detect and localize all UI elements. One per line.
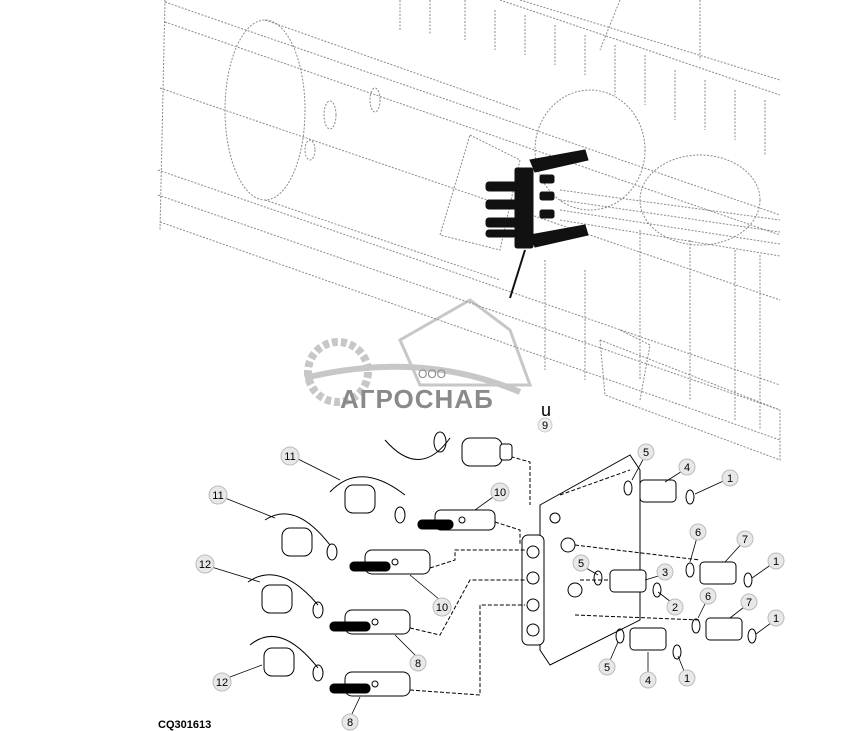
svg-text:2: 2 bbox=[672, 602, 678, 614]
figure-code: CQ301613 bbox=[158, 719, 212, 731]
dust-cap-12a bbox=[247, 574, 324, 619]
dust-cap-12b bbox=[249, 636, 324, 682]
quick-coupler-8b bbox=[329, 671, 411, 697]
svg-text:1: 1 bbox=[773, 556, 779, 568]
adapter-7b bbox=[691, 617, 757, 644]
callout-5b: 5 bbox=[572, 554, 590, 572]
svg-text:12: 12 bbox=[199, 559, 211, 571]
quick-coupler-10b bbox=[349, 549, 431, 575]
callout-6a: 6 bbox=[689, 523, 707, 541]
callout-8b: 8 bbox=[341, 713, 359, 731]
callout-2: 2 bbox=[666, 598, 684, 616]
svg-text:11: 11 bbox=[212, 490, 223, 502]
svg-text:10: 10 bbox=[436, 602, 448, 614]
svg-text:7: 7 bbox=[746, 597, 752, 609]
callout-labels: 11 11 12 12 10 10 8 8 9 5 4 1 5 3 2 5 4 … bbox=[195, 417, 785, 731]
callout-1a: 1 bbox=[721, 469, 739, 487]
svg-text:4: 4 bbox=[645, 675, 651, 687]
svg-text:8: 8 bbox=[347, 717, 353, 729]
callout-1d: 1 bbox=[767, 609, 785, 627]
callout-3: 3 bbox=[656, 563, 674, 581]
adapter-3 bbox=[593, 569, 662, 598]
svg-text:7: 7 bbox=[742, 534, 748, 546]
dust-cap-11b bbox=[264, 513, 338, 561]
watermark-logo bbox=[304, 298, 533, 406]
callout-7a: 7 bbox=[736, 530, 754, 548]
adapter-4a bbox=[623, 479, 695, 505]
svg-text:10: 10 bbox=[494, 487, 506, 499]
callout-12a: 12 bbox=[195, 554, 215, 574]
callout-11b: 11 bbox=[208, 485, 228, 505]
watermark-company-name: АГРОСНАБ bbox=[340, 384, 494, 414]
adapter-7a bbox=[685, 561, 753, 588]
mounting-plate bbox=[539, 454, 641, 666]
callout-10a: 10 bbox=[490, 482, 510, 502]
callout-7b: 7 bbox=[740, 593, 758, 611]
svg-text:8: 8 bbox=[415, 658, 421, 670]
callout-12b: 12 bbox=[212, 672, 232, 692]
svg-text:9: 9 bbox=[542, 420, 548, 432]
callout-10b: 10 bbox=[432, 597, 452, 617]
callout-6b: 6 bbox=[699, 587, 717, 605]
callout-9: 9 bbox=[537, 417, 553, 433]
svg-text:5: 5 bbox=[643, 447, 649, 459]
svg-text:11: 11 bbox=[284, 451, 295, 463]
callout-1b: 1 bbox=[678, 669, 696, 687]
callout-5c: 5 bbox=[598, 658, 616, 676]
svg-text:5: 5 bbox=[578, 558, 584, 570]
exploded-parts-view bbox=[247, 431, 757, 697]
svg-text:5: 5 bbox=[604, 662, 610, 674]
quick-coupler-10a bbox=[417, 509, 496, 531]
machine-assembly-illustration bbox=[157, 0, 781, 461]
watermark-prefix: ООО bbox=[418, 367, 446, 381]
coupler-block-highlight bbox=[485, 149, 589, 299]
callout-8a: 8 bbox=[409, 654, 427, 672]
dust-cap-top bbox=[384, 431, 513, 467]
quick-coupler-8a bbox=[329, 609, 411, 635]
adapter-4b bbox=[615, 627, 682, 660]
dust-cap-11a bbox=[329, 476, 406, 524]
svg-text:1: 1 bbox=[727, 473, 733, 485]
svg-text:3: 3 bbox=[662, 567, 668, 579]
callout-5a: 5 bbox=[637, 443, 655, 461]
svg-text:6: 6 bbox=[695, 527, 701, 539]
svg-text:1: 1 bbox=[773, 613, 779, 625]
callout-4b: 4 bbox=[639, 671, 657, 689]
svg-text:4: 4 bbox=[684, 462, 690, 474]
callout-11a: 11 bbox=[280, 446, 300, 466]
svg-text:12: 12 bbox=[216, 677, 228, 689]
callout-4a: 4 bbox=[678, 458, 696, 476]
callout-1c: 1 bbox=[767, 552, 785, 570]
svg-text:1: 1 bbox=[684, 673, 690, 685]
stray-mark: u bbox=[541, 400, 551, 420]
svg-text:6: 6 bbox=[705, 591, 711, 603]
